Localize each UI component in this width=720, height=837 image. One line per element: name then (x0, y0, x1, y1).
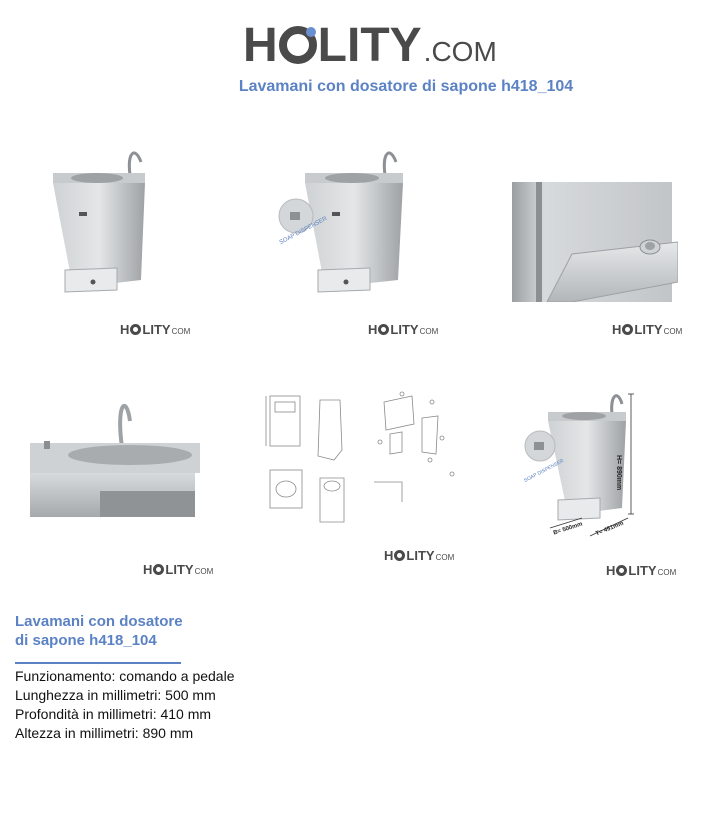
logo-word-start: H (243, 19, 278, 72)
logo-ring-icon (394, 550, 406, 561)
technical-drawing[interactable] (262, 382, 462, 532)
logo-ring-icon (622, 324, 634, 335)
brand-logo[interactable]: H LITY.COM (243, 18, 497, 73)
logo-ring-icon (153, 564, 165, 575)
product-image-soap-dispenser[interactable] (270, 140, 420, 305)
spec-item: Profondità in millimetri: 410 mm (15, 706, 212, 722)
page-title: Lavamani con dosatore di sapone h418_104 (238, 78, 574, 95)
logo-ring-icon (130, 324, 142, 335)
product-image-dimensions[interactable] (520, 390, 660, 550)
height-dimension: H= 890mm (615, 455, 622, 491)
logo-ring-icon (278, 26, 317, 64)
product-title: Lavamani con dosatore di sapone h418_104 (15, 613, 183, 649)
logo-ring-icon (378, 324, 390, 335)
spec-item: Lunghezza in millimetri: 500 mm (15, 687, 216, 703)
title-divider (15, 662, 181, 664)
product-image-front[interactable] (45, 140, 165, 305)
logo-domain: .COM (423, 36, 497, 67)
logo-word-end: LITY (317, 19, 422, 72)
spec-list: Funzionamento: comando a pedale Lunghezz… (15, 667, 234, 743)
spec-item: Altezza in millimetri: 890 mm (15, 725, 194, 741)
product-image-pedal[interactable] (512, 182, 678, 302)
spec-item: Funzionamento: comando a pedale (15, 668, 235, 684)
logo-ring-icon (616, 565, 628, 576)
product-image-basin-detail[interactable] (30, 395, 205, 517)
